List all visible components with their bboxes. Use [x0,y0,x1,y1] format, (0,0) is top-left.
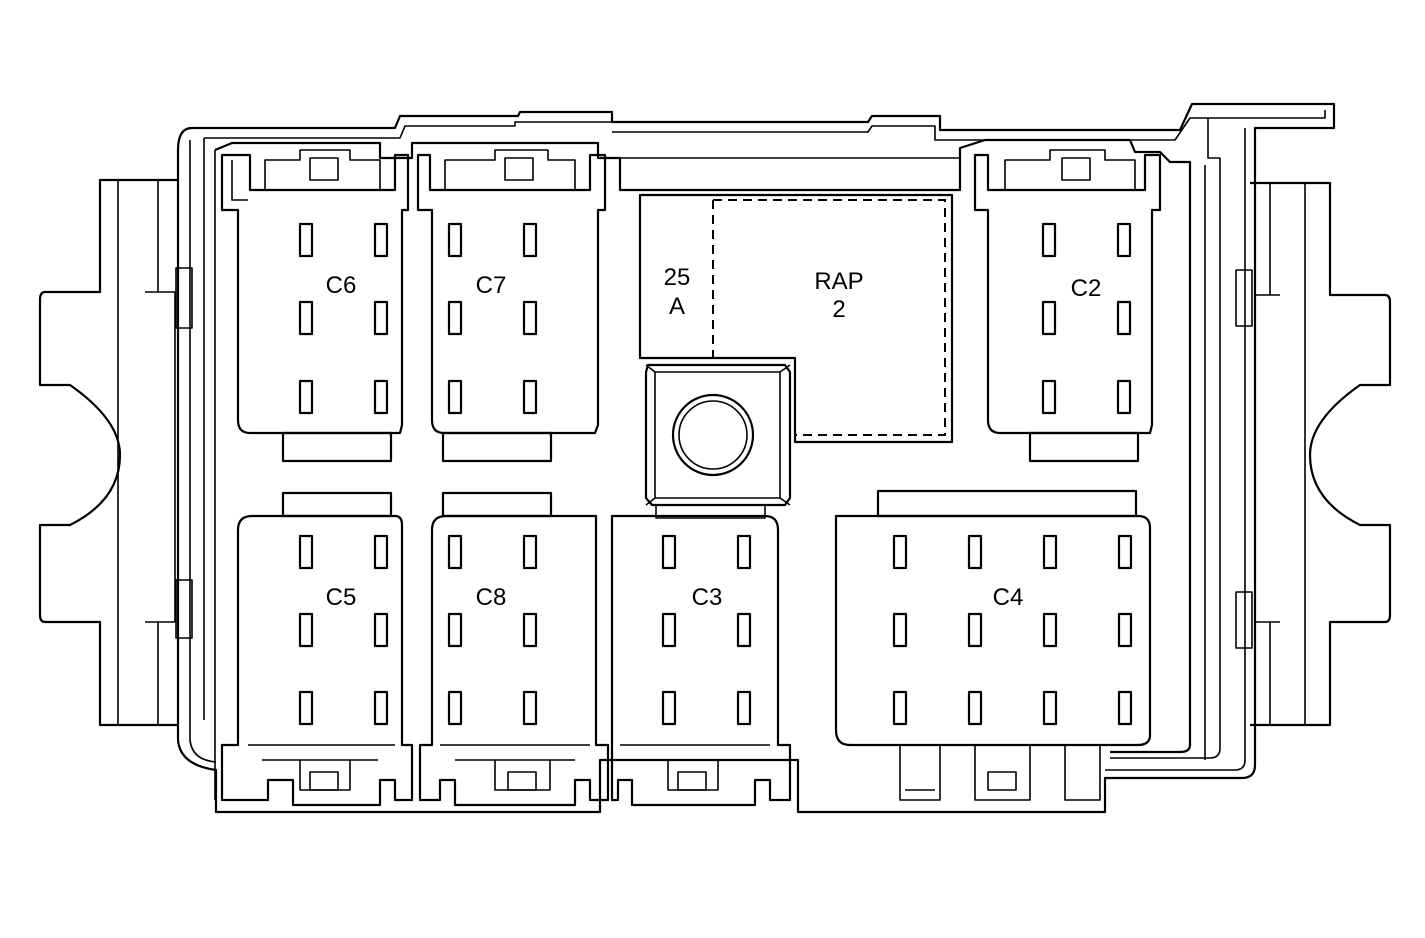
terminal-slot-c3-r2c2 [736,612,752,648]
terminal-slot-c3-r2c1 [661,612,677,648]
terminal-slot-c3-r1c2 [736,534,752,570]
connector-c7 [416,149,607,463]
connector-c2 [973,149,1162,463]
label-c2: C2 [1071,275,1102,302]
terminal-slot-c2-r2c2 [1116,300,1132,336]
terminal-slot-c4-r3c2 [967,690,983,726]
terminal-slot-c5-r3c2 [373,690,389,726]
terminal-slot-c3-r3c2 [736,690,752,726]
label-c4: C4 [993,584,1024,611]
terminal-slot-c4-r1c3 [1042,534,1058,570]
terminal-slot-c6-r1c1 [298,222,314,258]
connector-c3 [610,514,792,807]
label-c3: C3 [692,584,723,611]
terminal-slot-c6-r2c2 [373,300,389,336]
connector-c6 [220,149,410,463]
terminal-slot-c4-r3c4 [1117,690,1133,726]
label-c8: C8 [476,584,507,611]
terminal-slots [298,222,1133,726]
terminal-slot-c2-r1c2 [1116,222,1132,258]
terminal-slot-c4-r2c3 [1042,612,1058,648]
terminal-slot-c6-r2c1 [298,300,314,336]
label-c6: C6 [326,272,357,299]
connector-c4 [834,489,1152,801]
terminal-slot-c7-r3c1 [447,379,463,415]
terminal-slot-c8-r1c1 [447,534,463,570]
terminal-slot-c4-r3c3 [1042,690,1058,726]
terminal-slot-c4-r1c4 [1117,534,1133,570]
terminal-slot-c7-r2c2 [522,300,538,336]
terminal-slot-c2-r2c1 [1041,300,1057,336]
terminal-slot-c8-r2c2 [522,612,538,648]
label-relay-number: 2 [832,296,845,323]
terminal-slot-c6-r3c1 [298,379,314,415]
terminal-slot-c5-r3c1 [298,690,314,726]
housing-outline [176,102,1336,814]
label-fuse-value: 25 [664,264,691,291]
terminal-slot-c4-r2c2 [967,612,983,648]
connector-c8 [418,491,610,807]
terminal-slot-c3-r1c1 [661,534,677,570]
left-mounting-bracket [38,178,193,727]
terminal-slot-c7-r3c2 [522,379,538,415]
terminal-slot-c7-r1c1 [447,222,463,258]
terminal-slot-c5-r1c2 [373,534,389,570]
connector-labels: C6 C7 C2 C5 C8 C3 C4 25 A RAP 2 [326,264,1102,611]
bolt-post [644,363,792,519]
fuse-relay-region [638,193,954,444]
terminal-slot-c7-r2c1 [447,300,463,336]
terminal-slot-c3-r3c1 [661,690,677,726]
terminal-slot-c6-r3c2 [373,379,389,415]
terminal-slot-c4-r2c1 [892,612,908,648]
terminal-slot-c2-r1c1 [1041,222,1057,258]
terminal-slot-c4-r1c1 [892,534,908,570]
terminal-slot-c7-r1c2 [522,222,538,258]
terminal-slot-c5-r2c1 [298,612,314,648]
inner-cavity-frame [214,138,1192,754]
terminal-slot-c8-r3c1 [447,690,463,726]
label-c5: C5 [326,584,357,611]
terminal-slot-c8-r3c2 [522,690,538,726]
terminal-slot-c4-r2c4 [1117,612,1133,648]
terminal-slot-c2-r3c1 [1041,379,1057,415]
terminal-slot-c4-r3c1 [892,690,908,726]
terminal-slot-c8-r1c2 [522,534,538,570]
terminal-slot-c5-r2c2 [373,612,389,648]
terminal-slot-c4-r1c2 [967,534,983,570]
label-c7: C7 [476,272,507,299]
terminal-slot-c6-r1c2 [373,222,389,258]
connector-c5 [220,491,414,807]
label-relay-name: RAP [814,268,863,295]
terminal-slot-c2-r3c2 [1116,379,1132,415]
terminal-slot-c5-r1c1 [298,534,314,570]
terminal-slot-c8-r2c1 [447,612,463,648]
right-mounting-bracket [1235,181,1392,727]
label-fuse-unit: A [669,293,685,320]
